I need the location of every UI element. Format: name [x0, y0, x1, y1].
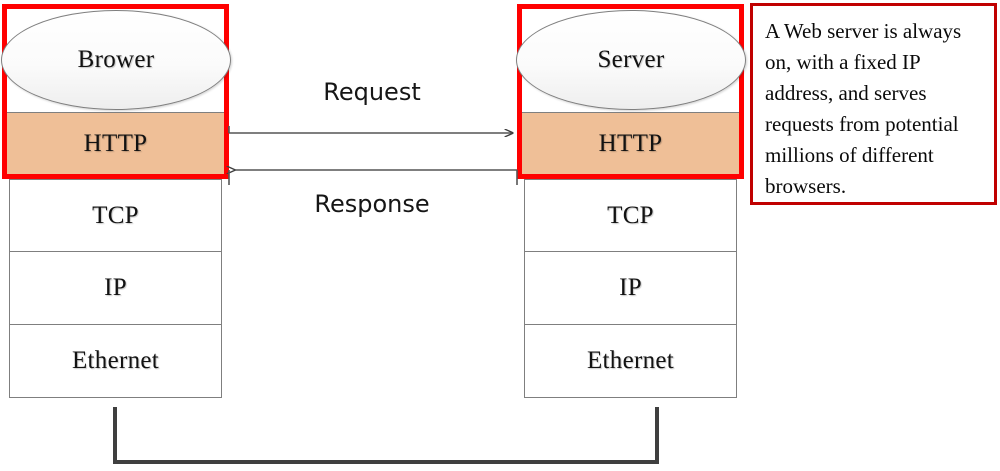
request-label: Request: [323, 78, 421, 106]
client-highlight-box: Brower HTTP: [1, 4, 231, 179]
server-layer-http: HTTP: [522, 112, 739, 174]
server-highlight-box: Server HTTP: [516, 4, 746, 179]
message-arrows: [225, 126, 518, 185]
server-layer-ethernet-label: Ethernet: [586, 347, 675, 374]
server-layer-ip-label: IP: [619, 274, 642, 301]
client-layer-ethernet: Ethernet: [9, 325, 222, 398]
client-layer-ethernet-label: Ethernet: [71, 347, 160, 374]
server-layer-ip: IP: [524, 252, 737, 325]
server-layer-tcp: TCP: [524, 179, 737, 252]
server-node-cell: Server: [516, 9, 746, 112]
client-layer-tcp: TCP: [9, 179, 222, 252]
server-protocol-stack: Server HTTP TCP IP Ethernet: [516, 4, 746, 398]
client-layer-ip: IP: [9, 252, 222, 325]
client-layer-ip-label: IP: [104, 274, 127, 301]
server-label: Server: [597, 46, 665, 73]
client-layer-http: HTTP: [7, 112, 224, 174]
server-annotation-text: A Web server is always on, with a fixed …: [765, 19, 962, 198]
client-node-cell: Brower: [1, 9, 231, 112]
response-label: Response: [314, 190, 430, 218]
client-layer-http-label: HTTP: [83, 129, 148, 157]
browser-ellipse: Brower: [1, 10, 231, 110]
server-annotation-box: A Web server is always on, with a fixed …: [750, 3, 997, 205]
server-ellipse: Server: [516, 10, 746, 110]
server-layer-ethernet: Ethernet: [524, 325, 737, 398]
browser-label: Brower: [77, 46, 155, 73]
client-layer-tcp-label: TCP: [92, 201, 139, 229]
server-layer-http-label: HTTP: [598, 129, 663, 157]
client-protocol-stack: Brower HTTP TCP IP Ethernet: [1, 4, 231, 398]
ethernet-link-line: [113, 407, 659, 464]
server-layer-tcp-label: TCP: [607, 201, 654, 229]
